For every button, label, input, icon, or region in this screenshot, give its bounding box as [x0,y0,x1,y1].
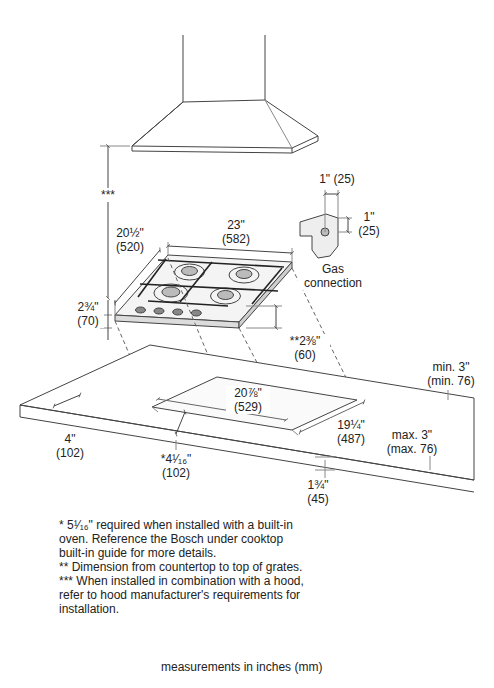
footnote: * 5¹⁄₁₆" required when installed with a … [58,518,310,560]
part-label: Gas connection [298,262,368,290]
countertop [20,345,474,492]
range-hood [132,35,318,153]
dimension-label: 1¾" (45) [300,478,336,506]
units-note: measurements in inches (mm) [160,660,350,674]
grate [138,259,284,306]
footnote: *** When installed in combination with a… [58,574,310,616]
dimension-label: 1" (25) [312,172,362,186]
dimension-symbol: *** [95,188,121,202]
dimension-label: 4" (102) [52,432,88,460]
cutout [152,377,357,430]
dimension-label: max. 3" (max. 76) [380,428,444,456]
dimension-label: **2⅜" (60) [280,334,330,362]
dimension-label: 19¼" (487) [330,418,372,446]
gas-connection-detail [300,190,352,258]
gas-cooktop [115,255,292,328]
footnote: ** Dimension from countertop to top of g… [58,560,310,574]
control-knob [136,307,202,316]
dimension-label: 23" (582) [214,218,258,246]
dimension-label: 20½" (520) [110,226,150,254]
dimension-label: 1" (25) [354,210,384,238]
hood-height-dimension [100,146,130,298]
footnotes: * 5¹⁄₁₆" required when installed with a … [58,518,310,616]
dimension-label: 2¾" (70) [72,300,104,328]
dimension-label: 20⅞" (529) [226,386,270,414]
dimension-label: *4¹⁄₁₆" (102) [150,452,202,480]
dimension-label: min. 3" (min. 76) [420,360,482,388]
